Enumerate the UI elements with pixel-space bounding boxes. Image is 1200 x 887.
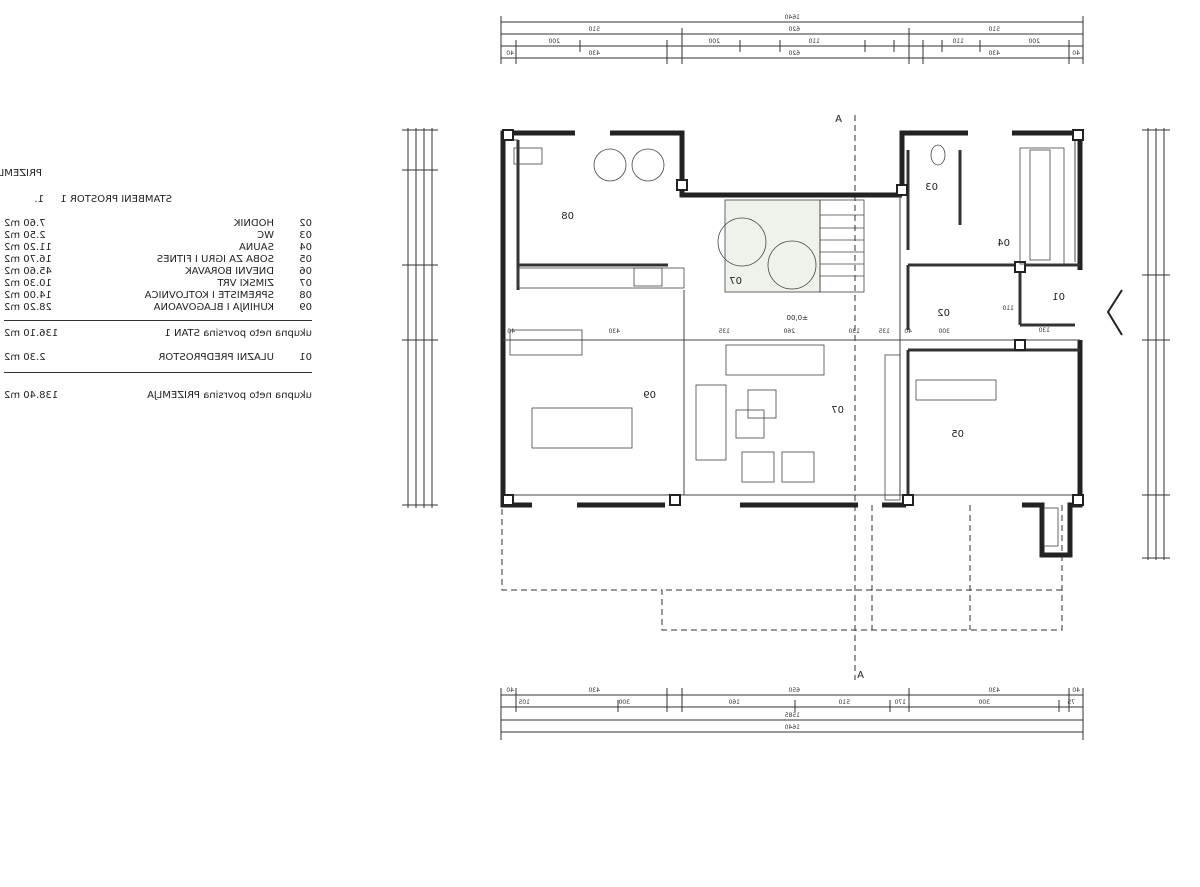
armchair (741, 451, 775, 483)
dim-text: 135 (718, 328, 730, 335)
level-mark: ±0,00 (787, 314, 808, 322)
dim-text: 300 (978, 699, 990, 706)
dim-text: 300 (938, 328, 950, 335)
dim-text: 430 (588, 687, 600, 694)
dim-text: 620 (788, 50, 800, 57)
dim-text: 40 (1072, 50, 1080, 57)
kitchen-island (509, 329, 583, 356)
dim-text: 160 (728, 699, 740, 706)
room-label: 07 (729, 276, 742, 287)
dim-text: 130 (1038, 327, 1050, 334)
dim-text: 1640 (785, 724, 800, 731)
dim-text: 430 (988, 687, 1000, 694)
boiler-tank (631, 148, 665, 182)
dim-text: 430 (988, 50, 1000, 57)
dim-text: 110 (952, 38, 964, 45)
dim-text: 200 (548, 38, 560, 45)
section-label: A (857, 670, 864, 681)
dim-text: 170 (894, 699, 906, 706)
dim-text: 260 (783, 328, 795, 335)
dim-text: 510 (988, 26, 1000, 33)
dim-text: 200 (708, 38, 720, 45)
dining-table (531, 407, 633, 449)
side-dimension-chain-west (402, 128, 438, 508)
dim-text: 510 (838, 699, 850, 706)
side-dimension-chain-east (1142, 128, 1170, 560)
fitness-machine (915, 379, 997, 401)
dim-text: 40 (506, 50, 514, 57)
dim-text: 40 (904, 328, 912, 335)
dim-text: 650 (788, 687, 800, 694)
sauna-bench (1019, 147, 1065, 265)
dim-text: 510 (588, 26, 600, 33)
dim-text: 1585 (785, 712, 800, 719)
interior-walls (516, 140, 1080, 505)
dim-text: 40 (507, 328, 515, 335)
bottom-dimension-chain (500, 688, 1084, 740)
section-label: A (835, 114, 842, 125)
dim-text: 110 (808, 38, 820, 45)
top-dimension-chain (500, 16, 1084, 64)
terrace-outline (501, 115, 1063, 680)
section-marker-a (1106, 289, 1123, 336)
room-label: 07 (831, 405, 844, 416)
kitchen-counter (517, 267, 685, 289)
dim-text: 620 (788, 26, 800, 33)
room-label: 09 (643, 390, 656, 401)
dim-text: 75 (1067, 699, 1075, 706)
dim-text: 430 (588, 50, 600, 57)
sofa (725, 344, 825, 376)
side-sofa (695, 384, 727, 461)
boiler-tank (593, 148, 627, 182)
armchair (781, 451, 815, 483)
dim-text: 300 (618, 699, 630, 706)
room-label: 05 (951, 429, 964, 440)
dim-text: 40 (1072, 687, 1080, 694)
room-label: 03 (925, 182, 938, 193)
room-label: 08 (561, 211, 574, 222)
dim-text: 110 (1002, 305, 1014, 312)
corner-posts (502, 129, 1084, 506)
dim-text: 430 (608, 328, 620, 335)
staircase (819, 199, 865, 293)
room-label: 02 (937, 308, 950, 319)
dim-text: 135 (878, 328, 890, 335)
room-label: 04 (997, 238, 1010, 249)
dim-text: 1640 (785, 14, 800, 21)
dim-text: 130 (848, 328, 860, 335)
dim-text: 200 (1028, 38, 1040, 45)
dim-text: 40 (506, 687, 514, 694)
winter-garden (717, 199, 821, 293)
room-label: 01 (1052, 292, 1065, 303)
furniture (509, 144, 1065, 547)
dim-text: 105 (518, 699, 530, 706)
